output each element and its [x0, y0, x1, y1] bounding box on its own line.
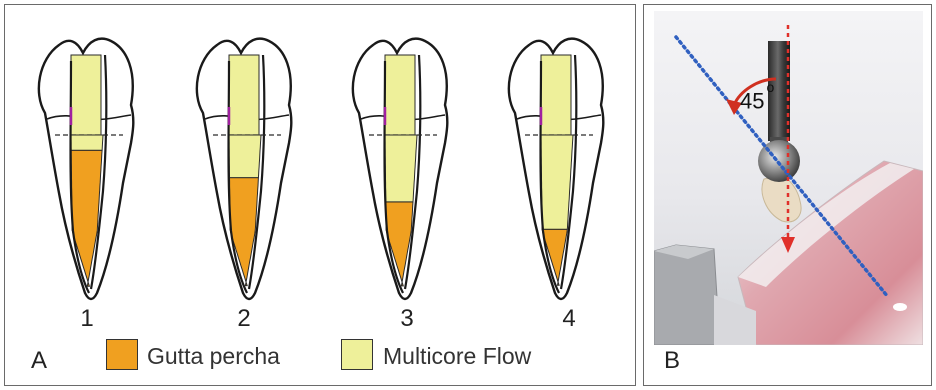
tooth-4-diagram [497, 31, 615, 303]
panel-a-label: A [31, 347, 47, 375]
multicore-flow-lower [71, 135, 103, 150]
tooth-3-diagram [341, 31, 459, 303]
left-clamp [654, 245, 720, 345]
post-space-filling [229, 55, 259, 135]
legend-swatch-gutta-percha [106, 339, 138, 370]
multicore-flow-lower [541, 135, 573, 229]
multicore-flow-lower [385, 135, 417, 202]
post-space-filling [71, 55, 101, 135]
post-space-filling [385, 55, 415, 135]
reflection-spot [893, 303, 907, 311]
legend-label-multicore-flow: Multicore Flow [383, 343, 531, 370]
tooth-number-1: 1 [72, 305, 102, 333]
panel-b: 45o B [643, 4, 932, 386]
legend-label-gutta-percha: Gutta percha [147, 343, 280, 370]
tooth-number-4: 4 [554, 305, 584, 333]
post-space-filling [541, 55, 571, 135]
panel-a: 1 2 3 4 A Gutta percha Multicore Flow [4, 4, 636, 386]
loading-setup-photo [654, 11, 923, 345]
degree-symbol: o [766, 79, 774, 95]
legend-swatch-multicore-flow [341, 339, 373, 370]
tooth-2-diagram [185, 31, 303, 303]
tooth-number-2: 2 [229, 305, 259, 333]
angle-value-label: 45o [740, 87, 772, 114]
tooth-1-diagram [27, 31, 145, 303]
multicore-flow-lower [229, 135, 261, 178]
angle-value: 45 [740, 88, 764, 113]
tooth-number-3: 3 [392, 305, 422, 333]
panel-b-label: B [664, 347, 680, 375]
